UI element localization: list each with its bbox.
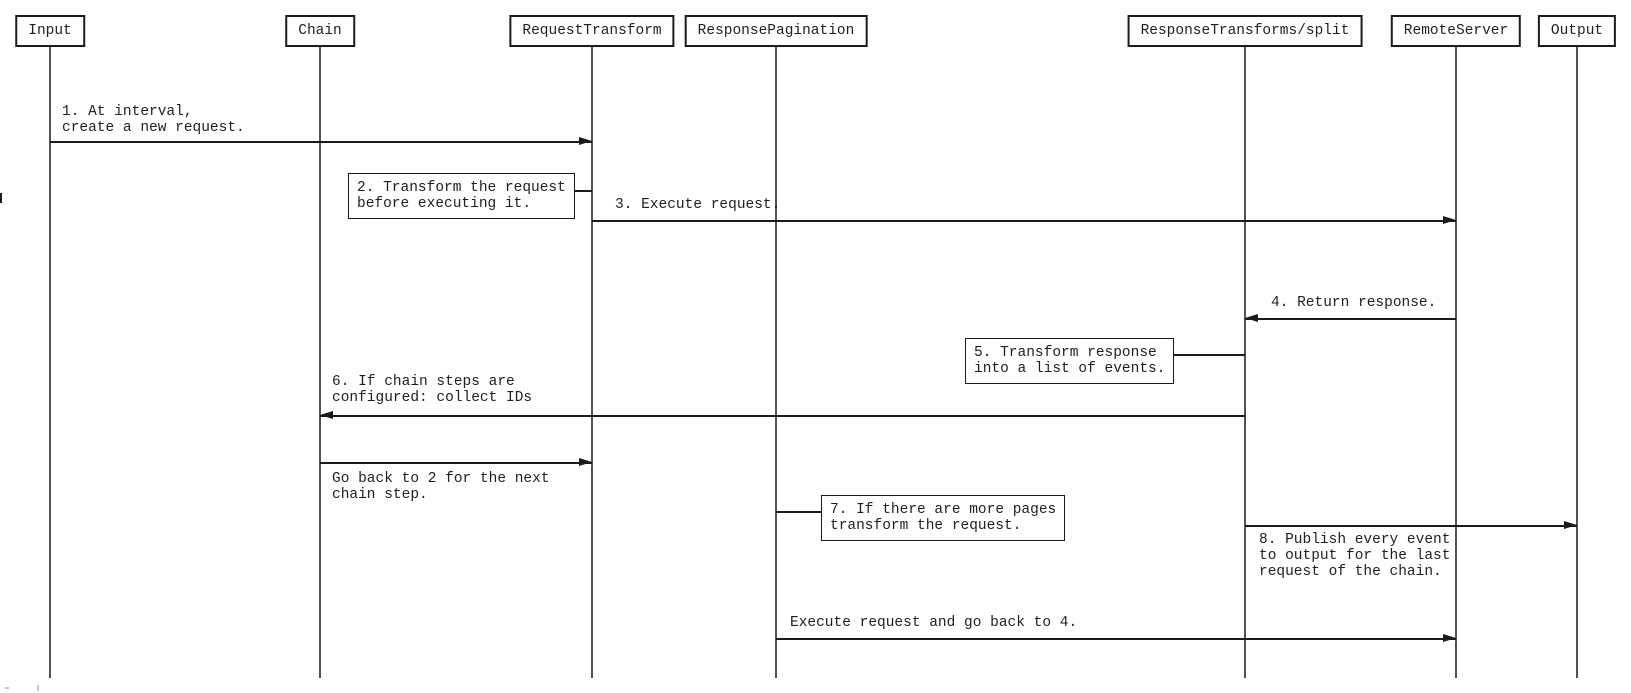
lifeline-input bbox=[49, 47, 51, 678]
note-2: 2. Transform the request before executin… bbox=[348, 173, 575, 219]
message-arrow-msg-8 bbox=[1245, 525, 1577, 527]
message-label-msg-3: 3. Execute request. bbox=[615, 197, 781, 213]
message-label-msg-8: 8. Publish every event to output for the… bbox=[1259, 532, 1451, 580]
actor-label: RequestTransform bbox=[522, 23, 662, 39]
arrowhead-right-icon bbox=[1443, 634, 1456, 643]
actor-box-input: Input bbox=[15, 15, 85, 47]
bottom-mark-2 bbox=[37, 685, 39, 691]
actor-box-remote-server: RemoteServer bbox=[1390, 15, 1522, 47]
left-edge-tick bbox=[0, 193, 2, 203]
message-arrow-msg-exec bbox=[776, 638, 1456, 640]
actor-box-response-pagination: ResponsePagination bbox=[684, 15, 868, 47]
actor-label: Output bbox=[1550, 23, 1604, 39]
message-label-msg-1: 1. At interval, create a new request. bbox=[62, 104, 245, 136]
lifeline-chain bbox=[319, 47, 321, 678]
message-arrow-msg-4 bbox=[1245, 318, 1456, 320]
message-arrow-msg-6 bbox=[320, 415, 1245, 417]
arrowhead-left-icon bbox=[1245, 314, 1258, 323]
lifeline-output bbox=[1576, 47, 1578, 678]
message-label-msg-goback: Go back to 2 for the next chain step. bbox=[332, 471, 550, 503]
actor-box-response-transforms-split: ResponseTransforms/split bbox=[1127, 15, 1363, 47]
message-label-msg-4: 4. Return response. bbox=[1271, 295, 1437, 311]
actor-label: Chain bbox=[298, 23, 342, 39]
message-arrow-msg-1 bbox=[50, 141, 592, 143]
actor-box-output: Output bbox=[1537, 15, 1617, 47]
lifeline-remote-server bbox=[1455, 47, 1457, 678]
bottom-mark-1 bbox=[5, 687, 9, 689]
arrowhead-right-icon bbox=[579, 137, 592, 146]
arrowhead-left-icon bbox=[320, 411, 333, 420]
lifeline-request-transform bbox=[591, 47, 593, 678]
actor-box-request-transform: RequestTransform bbox=[509, 15, 675, 47]
actor-label: RemoteServer bbox=[1403, 23, 1509, 39]
note-7: 7. If there are more pages transform the… bbox=[821, 495, 1066, 541]
note-5: 5. Transform response into a list of eve… bbox=[965, 338, 1175, 384]
arrowhead-right-icon bbox=[1564, 521, 1577, 530]
message-arrow-msg-goback bbox=[320, 462, 592, 464]
actor-label: Input bbox=[28, 23, 72, 39]
message-arrow-msg-3 bbox=[592, 220, 1456, 222]
actor-label: ResponseTransforms/split bbox=[1140, 23, 1350, 39]
actor-box-chain: Chain bbox=[285, 15, 355, 47]
arrowhead-right-icon bbox=[579, 458, 592, 467]
lifeline-response-transforms-split bbox=[1244, 47, 1246, 678]
lifeline-response-pagination bbox=[775, 47, 777, 678]
message-label-msg-6: 6. If chain steps are configured: collec… bbox=[332, 374, 533, 406]
arrowhead-right-icon bbox=[1443, 216, 1456, 225]
message-label-msg-exec: Execute request and go back to 4. bbox=[790, 615, 1078, 631]
actor-label: ResponsePagination bbox=[697, 23, 855, 39]
